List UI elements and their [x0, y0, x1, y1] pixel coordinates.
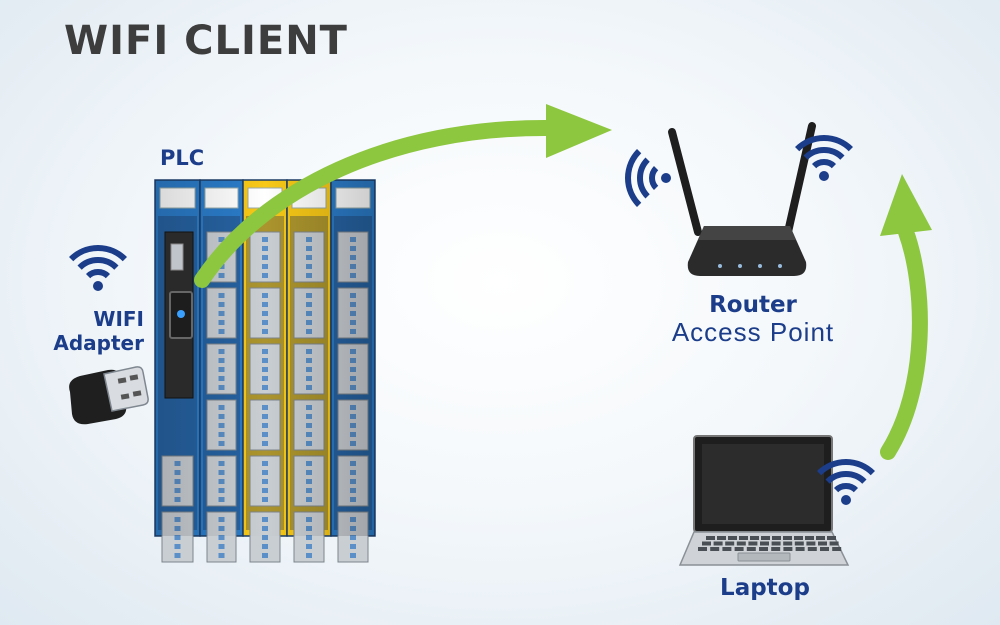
- plc-label: PLC: [160, 146, 205, 170]
- page-title: WIFI CLIENT: [64, 18, 348, 64]
- laptop-label: Laptop: [720, 575, 810, 601]
- wifi-adapter-label-line1: WIFI: [93, 307, 144, 331]
- wifi-adapter-label: WIFI Adapter: [18, 307, 144, 355]
- wifi-adapter-label-line2: Adapter: [53, 331, 144, 355]
- laptop-icon: [678, 435, 850, 566]
- plc-rack-icon: [154, 179, 376, 563]
- arrow-icon: [880, 174, 932, 460]
- access-point-label: Access Point: [671, 317, 835, 347]
- wifi-signal-icon: [69, 245, 127, 291]
- arrow-icon: [194, 104, 612, 288]
- router-icon: [668, 122, 816, 276]
- router-label: Router: [709, 292, 797, 318]
- wifi-signal-icon: [625, 149, 671, 207]
- usb-wifi-dongle-icon: [69, 366, 149, 425]
- wifi-signal-icon: [817, 459, 875, 505]
- wifi-signal-icon: [795, 135, 853, 181]
